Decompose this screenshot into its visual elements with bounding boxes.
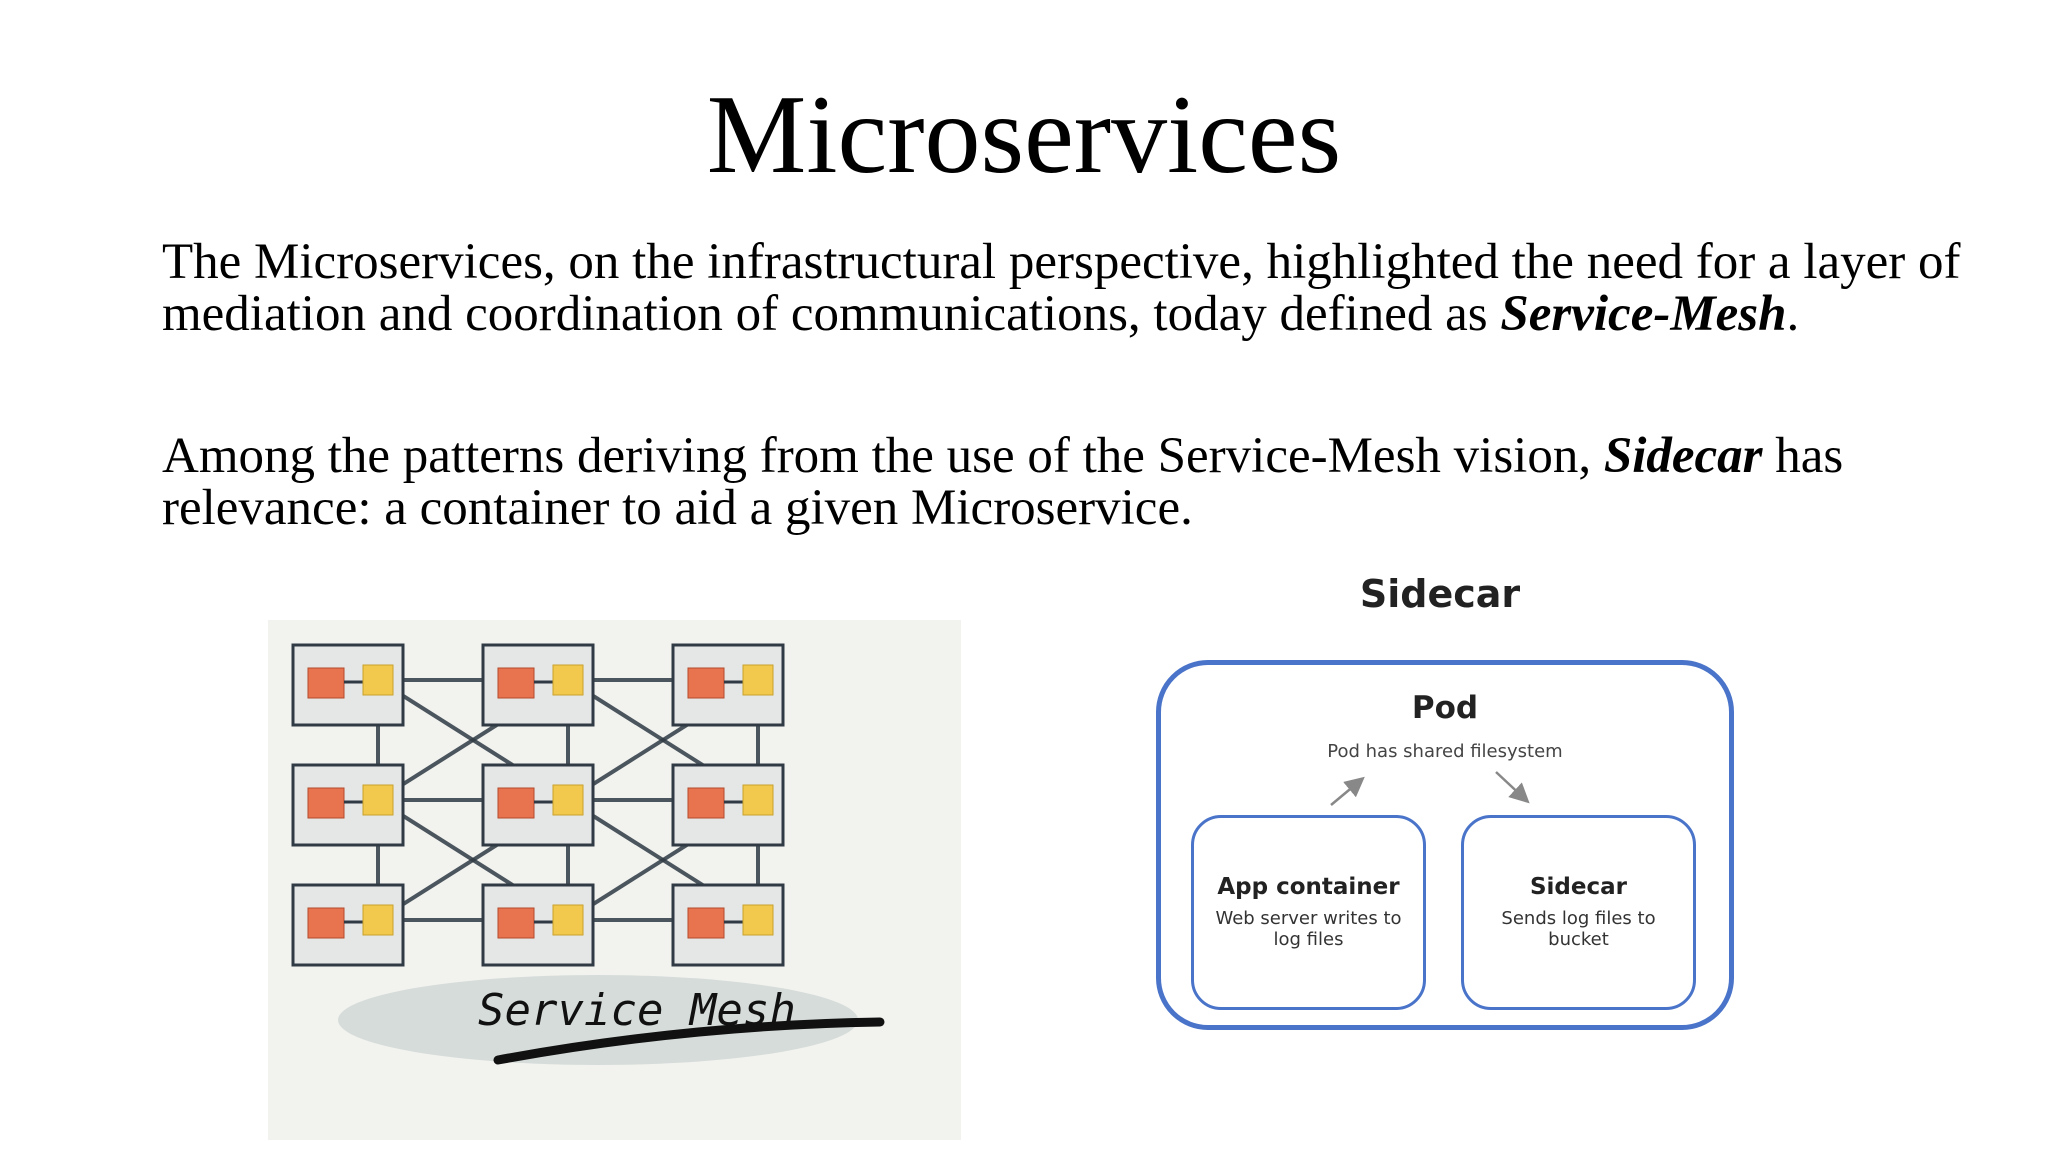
caption-underline [493, 1017, 885, 1065]
service-node [481, 763, 595, 847]
service-node [291, 763, 405, 847]
caption-smudge [338, 975, 858, 1065]
sidecar-box: Sidecar Sends log files to bucket [1461, 815, 1696, 1010]
para2-end: has relevance: a container to aid a give… [162, 428, 1844, 536]
paragraph-sidecar: Among the patterns deriving from the use… [162, 430, 1972, 534]
sidecar-diagram-title: Sidecar [1359, 572, 1521, 616]
app-container-title: App container [1217, 874, 1400, 900]
service-node [671, 883, 785, 967]
sidecar-term: Sidecar [1603, 428, 1763, 484]
mesh-caption: Service Mesh [478, 985, 796, 1036]
arrow-up-icon [1330, 776, 1365, 806]
service-node [291, 883, 405, 967]
para2-text: Among the patterns deriving from the use… [162, 428, 1604, 484]
service-node [291, 643, 405, 727]
service-mesh-drawing: Service Mesh [291, 643, 885, 1065]
service-mesh-illustration: Service Mesh [268, 620, 961, 1140]
service-node [481, 643, 595, 727]
app-container-box: App container Web server writes to log f… [1191, 815, 1426, 1010]
sidecar-box-title: Sidecar [1529, 874, 1627, 900]
arrow-down-icon [1495, 771, 1530, 804]
slide-title: Microservices [706, 73, 1342, 197]
app-container-desc: Web server writes to log files [1215, 908, 1402, 950]
pod-title: Pod [1411, 690, 1479, 726]
mesh-nodes [291, 643, 785, 967]
service-mesh-term: Service-Mesh [1500, 286, 1787, 342]
pod-box: Pod Pod has shared filesystem App contai… [1156, 660, 1734, 1030]
sidecar-box-desc: Sends log files to bucket [1501, 908, 1656, 950]
service-node [671, 763, 785, 847]
service-node [671, 643, 785, 727]
para1-end: . [1786, 286, 1800, 342]
pod-subtitle: Pod has shared filesystem [1327, 741, 1563, 762]
para1-text: The Microservices, on the infrastructura… [162, 234, 1961, 342]
paragraph-service-mesh: The Microservices, on the infrastructura… [162, 236, 1972, 340]
pod-arrows [1330, 771, 1530, 806]
service-node [481, 883, 595, 967]
